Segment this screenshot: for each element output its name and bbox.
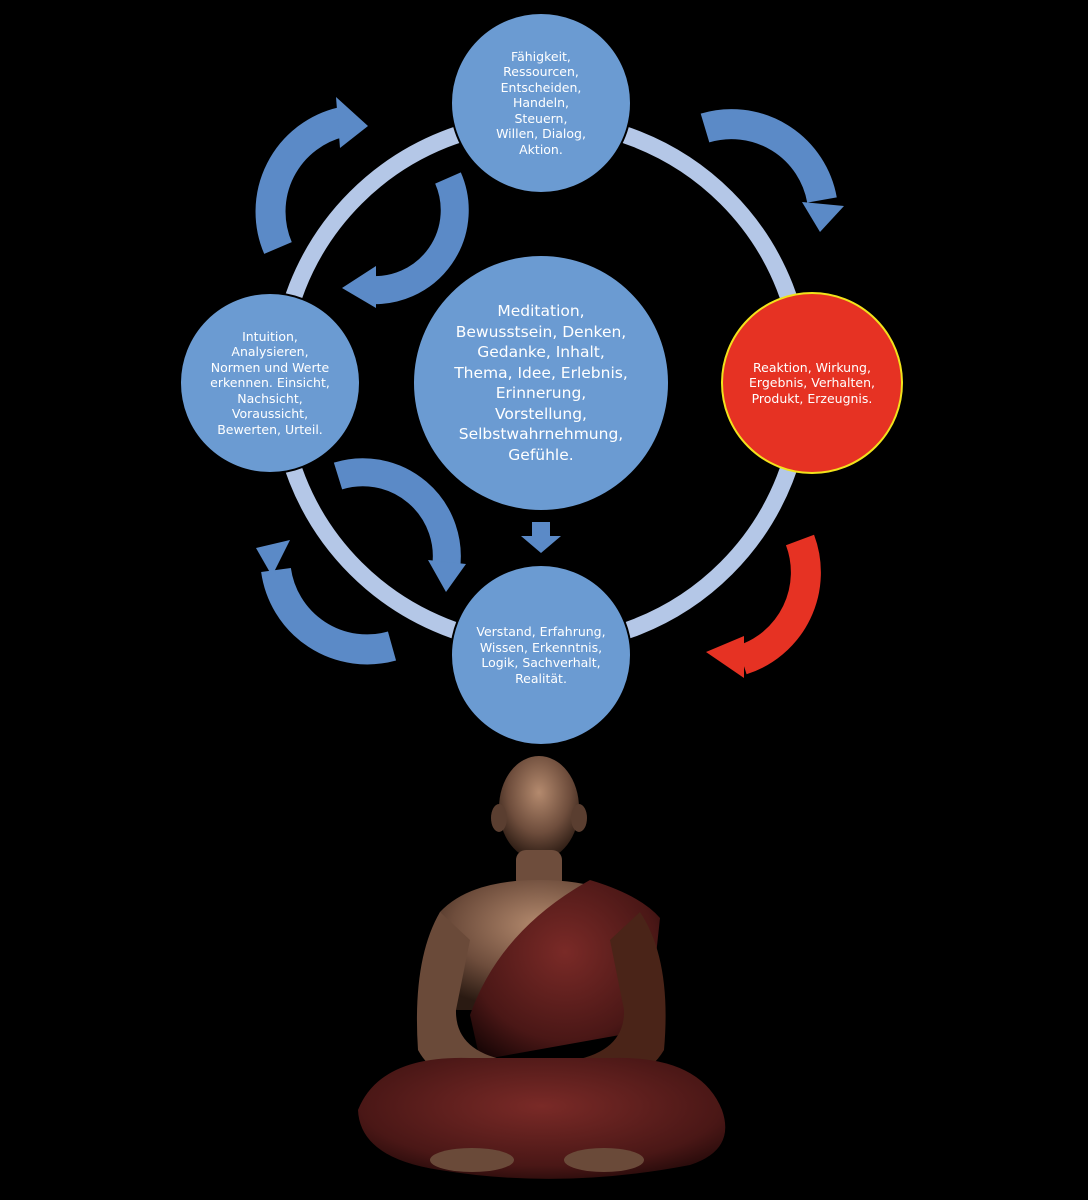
node-bottom-label: Verstand, Erfahrung, Wissen, Erkenntnis,… [466,585,616,725]
node-right-label: Reaktion, Wirkung, Ergebnis, Verhalten, … [737,313,887,453]
node-top [450,12,632,194]
curved-arrow-icon [256,540,397,665]
curved-arrow-icon [700,109,844,232]
node-center-text: Meditation, Bewusstsein, Denken, Gedanke… [454,302,628,464]
arrow-down-icon [521,522,561,553]
node-bottom-text: Verstand, Erfahrung, Wissen, Erkenntnis,… [476,624,606,686]
node-center [412,254,670,512]
node-top-text: Fähigkeit, Ressourcen, Entscheiden, Hand… [496,48,586,157]
curved-arrow-icon [342,172,469,308]
node-left [179,292,361,474]
node-top-label: Fähigkeit, Ressourcen, Entscheiden, Hand… [471,33,611,173]
node-right-text: Reaktion, Wirkung, Ergebnis, Verhalten, … [749,359,875,406]
node-right[interactable] [721,292,903,474]
node-center-label: Meditation, Bewusstsein, Denken, Gedanke… [421,283,661,483]
node-left-text: Intuition, Analysieren, Normen und Werte… [210,328,330,437]
node-left-label: Intuition, Analysieren, Normen und Werte… [200,313,340,453]
meditating-monk-illustration [358,756,726,1179]
curved-arrow-icon [333,458,466,592]
node-bottom [450,564,632,746]
curved-arrow-icon [255,97,368,254]
curved-arrow-icon [706,534,821,678]
